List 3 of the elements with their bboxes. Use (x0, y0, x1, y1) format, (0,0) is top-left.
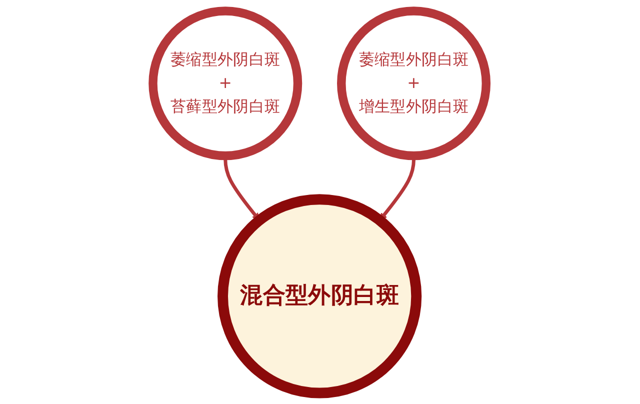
node-circle: 萎缩型外阴白斑 + 苔藓型外阴白斑 (149, 6, 303, 160)
node-circle: 混合型外阴白斑 (218, 194, 422, 398)
node-circle: 萎缩型外阴白斑 + 增生型外阴白斑 (337, 6, 491, 160)
